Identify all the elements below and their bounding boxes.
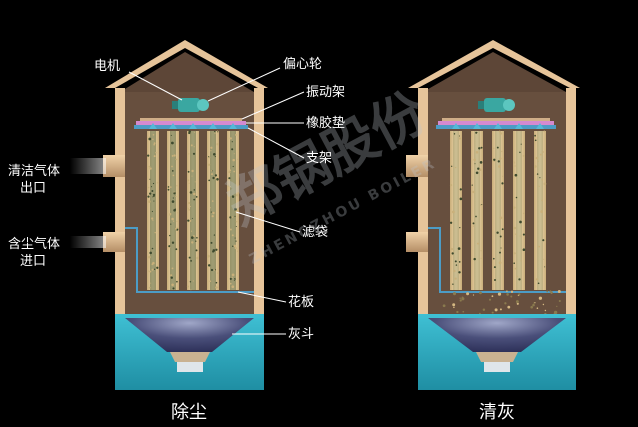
- label-dusty-inlet-line2: 进口: [20, 254, 46, 269]
- hopper-interior: [428, 318, 566, 352]
- roof: [105, 40, 268, 88]
- filter-bag: [492, 123, 504, 290]
- motor: [478, 98, 515, 112]
- right-unit: [406, 40, 580, 390]
- hopper-interior: [125, 318, 254, 352]
- filter-bag: [186, 123, 200, 291]
- rubber-pad: [438, 121, 554, 125]
- nozzle: [494, 123, 502, 129]
- leader-filter-bag: [235, 211, 301, 233]
- leader-eccentric: [207, 67, 281, 102]
- label-eccentric: 偏心轮: [283, 57, 322, 72]
- filter-bag: [227, 123, 239, 290]
- shell-right-wall: [254, 88, 264, 390]
- label-rubber-pad: 橡胶垫: [306, 115, 345, 131]
- nozzle: [452, 123, 460, 129]
- leader-motor: [128, 71, 183, 101]
- nozzle: [473, 123, 481, 129]
- filter-bag: [207, 123, 219, 290]
- leader-flower-plate: [237, 291, 287, 303]
- flower-plate: [428, 227, 566, 293]
- hopper-dust: [170, 352, 210, 362]
- leader-support: [247, 127, 305, 159]
- filter-bag: [449, 123, 463, 290]
- leader-vibration-frame: [241, 91, 305, 120]
- hopper-discharge: [484, 362, 510, 372]
- filter-bag: [167, 123, 179, 290]
- nozzle: [149, 123, 157, 129]
- shell-right-wall: [566, 88, 576, 390]
- roof: [408, 40, 580, 88]
- filter-bag: [147, 123, 159, 290]
- label-vibration-frame: 振动架: [306, 85, 345, 100]
- dusty-air-flow: [70, 236, 106, 248]
- clean-outlet-pipe: [103, 155, 125, 177]
- dusty-inlet-pipe: [406, 232, 428, 252]
- label-filter-bag: 滤袋: [302, 225, 328, 240]
- vibration-frame: [140, 118, 242, 121]
- filter-bag: [471, 123, 483, 290]
- clean-outlet-pipe: [406, 155, 428, 177]
- nozzle: [229, 123, 237, 129]
- label-flower-plate: 花板: [288, 294, 314, 310]
- nozzle: [209, 123, 217, 129]
- label-clean-outlet-line1: 清洁气体: [8, 163, 60, 179]
- left-unit: [70, 40, 268, 390]
- filter-bag: [513, 123, 526, 290]
- hopper-discharge: [177, 362, 203, 372]
- filter-bags: [147, 123, 239, 291]
- vibration-frame: [442, 118, 550, 121]
- dusty-inlet-pipe: [103, 232, 125, 252]
- clean-air-flow: [70, 158, 106, 174]
- rubber-pad: [136, 121, 246, 125]
- nozzle: [189, 123, 197, 129]
- label-ash-hopper: 灰斗: [288, 327, 314, 342]
- filter-bags: [449, 123, 547, 290]
- nozzle: [515, 123, 523, 129]
- nozzle: [169, 123, 177, 129]
- flower-plate: [125, 227, 254, 293]
- caption-right: 清灰: [479, 402, 515, 423]
- motor: [172, 98, 209, 112]
- caption-left: 除尘: [171, 402, 207, 423]
- filter-bag: [533, 123, 547, 290]
- hopper-dust: [476, 352, 518, 362]
- roof-interior: [423, 52, 566, 92]
- labels: 电机 偏心轮 振动架 橡胶垫 支架 清洁气体 出口 滤袋 含尘气体 进口 花板 …: [8, 57, 345, 342]
- label-dusty-inlet-line1: 含尘气体: [8, 236, 60, 252]
- label-clean-outlet-line2: 出口: [20, 181, 46, 196]
- label-support: 支架: [306, 151, 332, 166]
- roof-interior: [120, 52, 254, 92]
- nozzle: [536, 123, 544, 129]
- label-motor: 电机: [94, 59, 120, 74]
